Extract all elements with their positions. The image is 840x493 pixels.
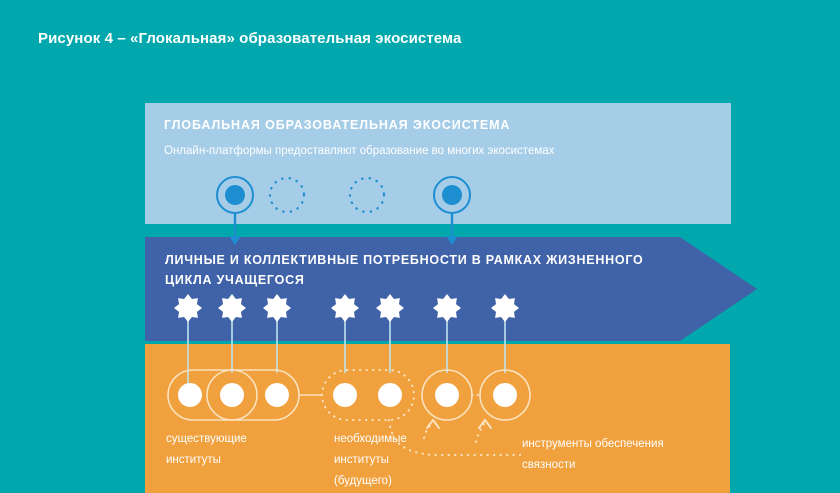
label-existing-line-2: институты (166, 454, 221, 466)
label-future-line-2: институты (334, 454, 389, 466)
learner-needs-band: ЛИЧНЫЕ И КОЛЛЕКТИВНЫЕ ПОТРЕБНОСТИ В РАМК… (145, 237, 757, 341)
label-existing-line-1: существующие (166, 433, 247, 445)
figure-caption: Рисунок 4 – «Глокальная» образовательная… (38, 30, 462, 47)
label-future-line-1: необходимые (334, 433, 407, 445)
needs-band-title: ЛИЧНЫЕ И КОЛЛЕКТИВНЫЕ ПОТРЕБНОСТИ В РАМК… (165, 253, 644, 287)
label-tools-line-1: инструменты обеспечения (522, 438, 664, 450)
global-panel-subtitle: Онлайн-платформы предоставляют образован… (164, 145, 555, 157)
global-panel-title: ГЛОБАЛЬНАЯ ОБРАЗОВАТЕЛЬНАЯ ЭКОСИСТЕМА (164, 118, 511, 132)
global-ecosystem-panel: ГЛОБАЛЬНАЯ ОБРАЗОВАТЕЛЬНАЯ ЭКОСИСТЕМА Он… (145, 103, 731, 224)
label-future-line-3: (будущего) (334, 475, 392, 487)
institutions-panel: существующие институты необходимые инсти… (145, 344, 730, 493)
label-tools-line-2: связности (522, 459, 576, 471)
label-future-institutions: необходимые институты (будущего) (334, 429, 474, 492)
label-existing-institutions: существующие институты (166, 429, 316, 471)
label-connectivity-tools: инструменты обеспечения связности (522, 434, 722, 476)
